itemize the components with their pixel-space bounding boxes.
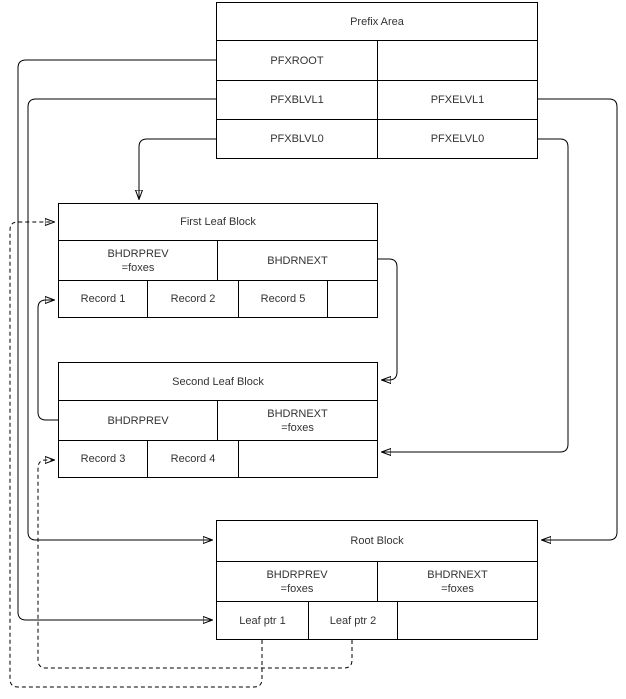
cell-pfxblvl1: PFXBLVL1 bbox=[270, 94, 324, 106]
cell-record-5: Record 5 bbox=[238, 281, 327, 317]
cell-pfxroot: PFXROOT bbox=[270, 54, 324, 67]
connector-secondleaf-bhdrprev-firstleaf bbox=[37, 300, 58, 421]
cell-firstleaf-bhdrnext: BHDRNEXT bbox=[217, 241, 377, 280]
prefix-area-block: Prefix Area PFXROOT PFXBLVL1 PFXELVL1 PF… bbox=[216, 2, 538, 159]
second-leaf-title: Second Leaf Block bbox=[172, 375, 264, 388]
bhdrnext-label: BHDRNEXT bbox=[267, 407, 328, 420]
connector-firstleaf-bhdrnext-secondleaf bbox=[378, 258, 398, 380]
prefix-area-title: Prefix Area bbox=[350, 15, 404, 28]
root-block: Root Block BHDRPREV =foxes BHDRNEXT =fox… bbox=[216, 520, 538, 640]
bhdrnext-value: =foxes bbox=[281, 421, 314, 434]
first-leaf-block: First Leaf Block BHDRPREV =foxes BHDRNEX… bbox=[58, 203, 378, 318]
connector-leafptr2-secondleaf bbox=[37, 460, 353, 669]
bhdrprev-label: BHDRPREV bbox=[107, 247, 169, 260]
bhdrnext-value: =foxes bbox=[441, 582, 474, 595]
bhdrprev-label: BHDRPREV bbox=[266, 568, 328, 581]
cell-leaf-ptr-empty bbox=[397, 602, 537, 639]
cell-root-bhdrnext: BHDRNEXT =foxes bbox=[377, 562, 537, 601]
connector-pfxroot-rootblock bbox=[17, 59, 216, 620]
cell-firstleaf-bhdrprev: BHDRPREV =foxes bbox=[59, 241, 217, 280]
bhdrnext-label: BHDRNEXT bbox=[427, 568, 488, 581]
cell-record-empty bbox=[327, 281, 377, 317]
connector-pfxelvl1-rootblock bbox=[538, 98, 618, 540]
cell-record-empty bbox=[238, 441, 377, 477]
cell-pfxelvl1: PFXELVL1 bbox=[377, 81, 537, 119]
cell-pfxroot-empty bbox=[377, 41, 537, 80]
cell-pfxelvl0: PFXELVL0 bbox=[377, 120, 537, 158]
cell-leaf-ptr-1: Leaf ptr 1 bbox=[239, 614, 286, 627]
cell-record-2: Record 2 bbox=[147, 281, 238, 317]
bhdrnext-label: BHDRNEXT bbox=[267, 254, 328, 267]
cell-record-1: Record 1 bbox=[80, 293, 126, 305]
cell-record-4: Record 4 bbox=[147, 441, 238, 477]
connector-pfxblvl1-rootblock bbox=[27, 98, 216, 540]
first-leaf-title: First Leaf Block bbox=[180, 216, 256, 228]
cell-pfxblvl0: PFXBLVL0 bbox=[270, 133, 324, 145]
bhdrprev-label: BHDRPREV bbox=[107, 414, 169, 427]
cell-root-bhdrprev: BHDRPREV =foxes bbox=[217, 562, 377, 601]
bhdrprev-value: =foxes bbox=[121, 261, 155, 274]
cell-secondleaf-bhdrnext: BHDRNEXT =foxes bbox=[217, 401, 377, 440]
cell-leaf-ptr-2: Leaf ptr 2 bbox=[308, 602, 397, 639]
cell-record-3: Record 3 bbox=[80, 453, 126, 465]
connector-pfxelvl0-secondleaf bbox=[382, 138, 569, 452]
second-leaf-block: Second Leaf Block BHDRPREV BHDRNEXT =fox… bbox=[58, 362, 378, 478]
connector-pfxblvl0-firstleaf bbox=[139, 138, 216, 199]
connector-leafptr1-firstleaf bbox=[9, 222, 263, 688]
bhdrprev-value: =foxes bbox=[280, 582, 314, 595]
root-block-title: Root Block bbox=[350, 535, 404, 547]
cell-secondleaf-bhdrprev: BHDRPREV bbox=[59, 401, 217, 440]
